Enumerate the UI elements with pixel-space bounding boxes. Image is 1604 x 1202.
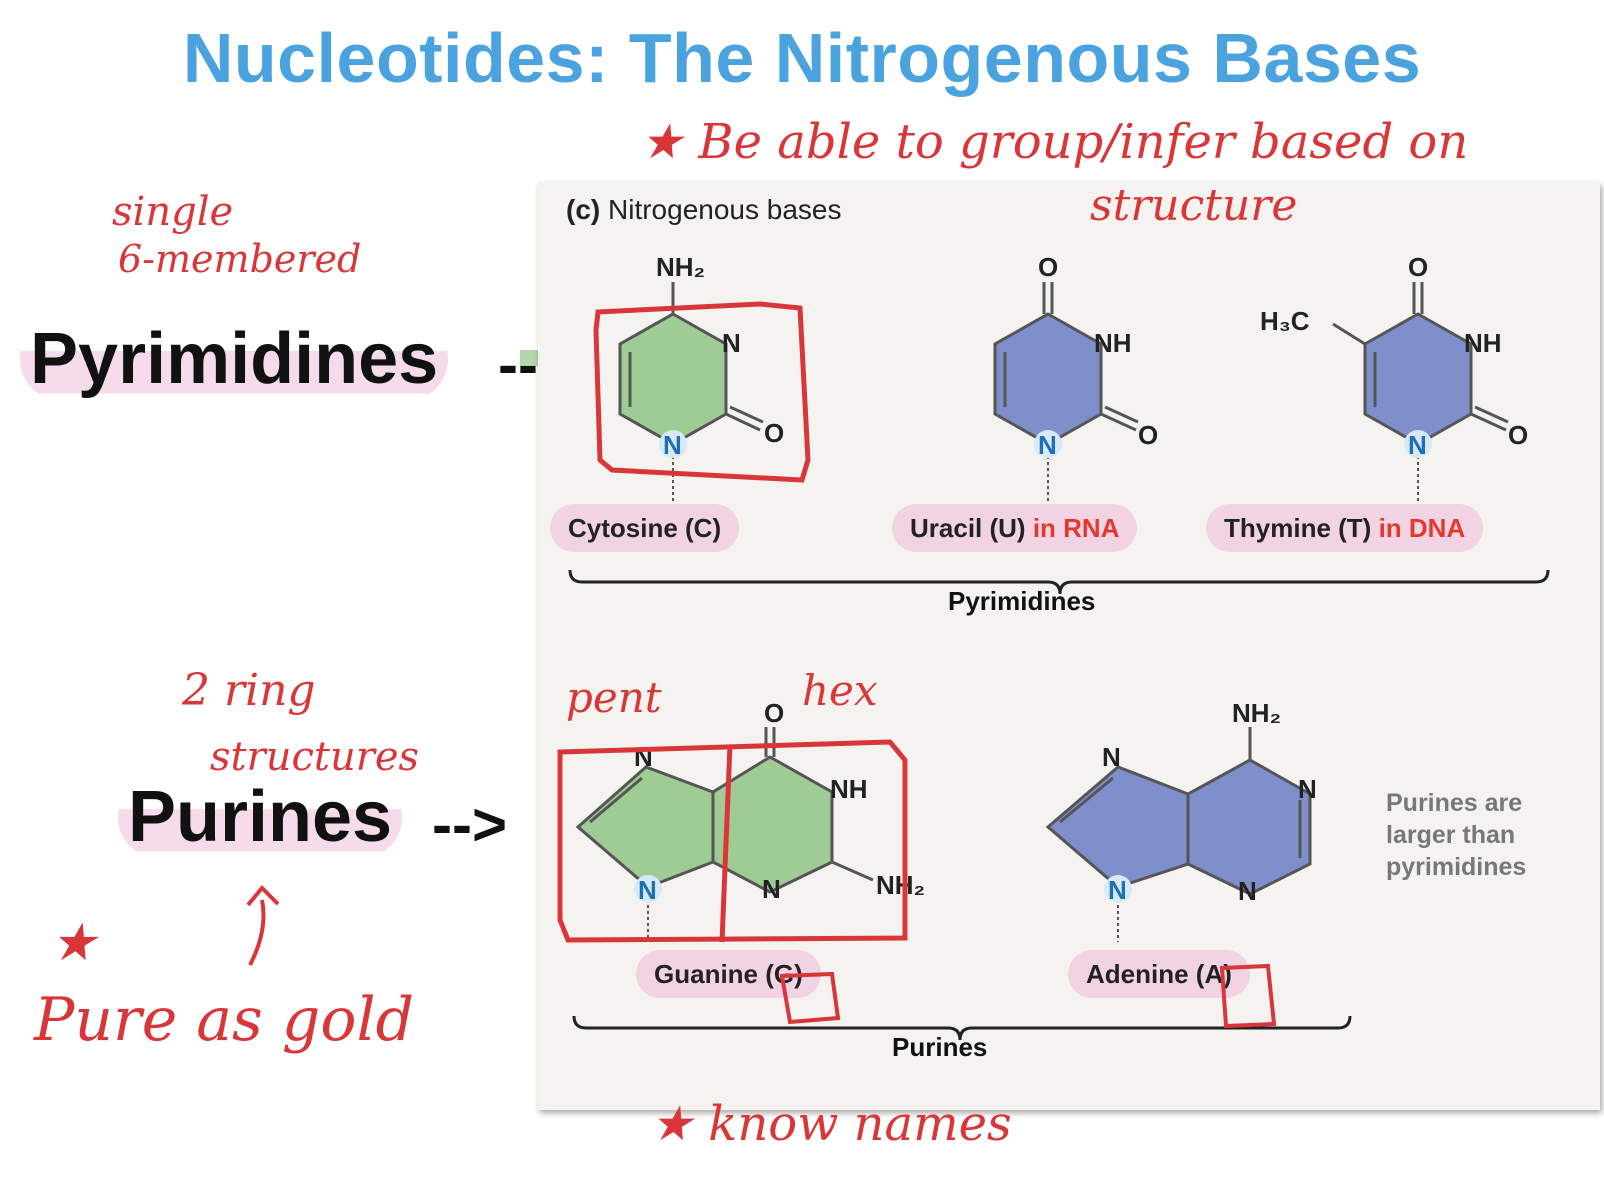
- adenine-n7-label: N: [1102, 742, 1121, 772]
- nitrogenous-bases-panel: (c) Nitrogenous bases NH₂ N O N O: [538, 182, 1600, 1110]
- uracil-structure: O NH O N: [993, 252, 1158, 502]
- uracil-name: Uracil (U): [910, 513, 1026, 543]
- thymine-qualifier: in DNA: [1378, 513, 1466, 543]
- cytosine-n3-label: N: [722, 328, 741, 358]
- up-arrow-icon: [246, 885, 280, 966]
- purines-arrow: -->: [432, 791, 507, 858]
- pyrimidines-group-label: Pyrimidines: [948, 586, 1096, 616]
- adenine-name-pill: Adenine (A): [1068, 950, 1250, 998]
- uracil-o2-label: O: [1138, 420, 1158, 450]
- panel-title-text: Nitrogenous bases: [608, 194, 842, 225]
- purines-group-label: Purines: [892, 1032, 988, 1062]
- panel-title-prefix: (c): [566, 194, 601, 225]
- uracil-n1-label: N: [1038, 430, 1057, 460]
- cytosine-o-label: O: [764, 418, 784, 448]
- single-note-line1: single: [112, 189, 233, 235]
- guanine-name-pill: Guanine (G): [636, 950, 821, 998]
- guanine-nh-label: NH: [830, 774, 868, 804]
- adenine-n3-label: N: [1238, 876, 1257, 906]
- guanine-o-label: O: [764, 698, 784, 728]
- adenine-nh2-label: NH₂: [1232, 698, 1281, 728]
- guanine-n7-label: N: [634, 742, 653, 772]
- uracil-name-pill: Uracil (U) in RNA: [892, 504, 1138, 552]
- adenine-n1-label: N: [1298, 774, 1317, 804]
- adenine-n9-label: N: [1108, 875, 1127, 905]
- purines-brace: [572, 1015, 1352, 1041]
- cytosine-name: Cytosine (C): [568, 513, 722, 543]
- thymine-o4-label: O: [1408, 252, 1428, 282]
- uracil-o4-label: O: [1038, 252, 1058, 282]
- single-note-line2: 6-membered: [118, 237, 361, 281]
- purines-size-note: Purines are larger than pyrimidines: [1386, 789, 1527, 881]
- thymine-o2-label: O: [1508, 420, 1528, 450]
- guanine-n3-label: N: [762, 874, 781, 904]
- thymine-nh-label: NH: [1464, 328, 1502, 358]
- purines-side-label: Purines: [118, 776, 403, 858]
- cytosine-name-pill: Cytosine (C): [550, 504, 740, 552]
- guanine-name: Guanine (G): [654, 959, 803, 989]
- thymine-structure: O H₃C NH O N: [1260, 252, 1528, 502]
- pyrimidines-brace: [568, 569, 1550, 595]
- two-ring-note-line2: structures: [210, 734, 419, 780]
- pyrimidines-side-label: Pyrimidines: [20, 318, 449, 400]
- guanine-nh2-label: NH₂: [876, 870, 925, 900]
- thymine-name: Thymine (T): [1224, 513, 1372, 543]
- two-ring-note-line1: 2 ring: [181, 665, 316, 716]
- guanine-structure: O NH NH₂ N N N: [575, 698, 925, 942]
- thymine-h3c-label: H₃C: [1260, 306, 1310, 336]
- cytosine-nh2-label: NH₂: [656, 252, 705, 282]
- guanine-n9-label: N: [638, 875, 657, 905]
- uracil-nh-label: NH: [1094, 328, 1132, 358]
- top-note-line1: ★ Be able to group/infer based on: [640, 114, 1468, 170]
- adenine-structure: NH₂ N N N N: [1045, 698, 1317, 942]
- pure-as-gold-note: Pure as gold: [33, 985, 414, 1055]
- page-title: Nucleotides: The Nitrogenous Bases: [182, 19, 1422, 97]
- thymine-name-pill: Thymine (T) in DNA: [1206, 504, 1484, 552]
- cytosine-structure: NH₂ N O N: [618, 252, 784, 502]
- adenine-name: Adenine (A): [1086, 959, 1232, 989]
- cytosine-n1-label: N: [663, 430, 682, 460]
- uracil-qualifier: in RNA: [1032, 513, 1120, 543]
- thymine-n1-label: N: [1408, 430, 1427, 460]
- panel-title: (c) Nitrogenous bases: [566, 194, 842, 226]
- star-icon: ★: [50, 913, 100, 973]
